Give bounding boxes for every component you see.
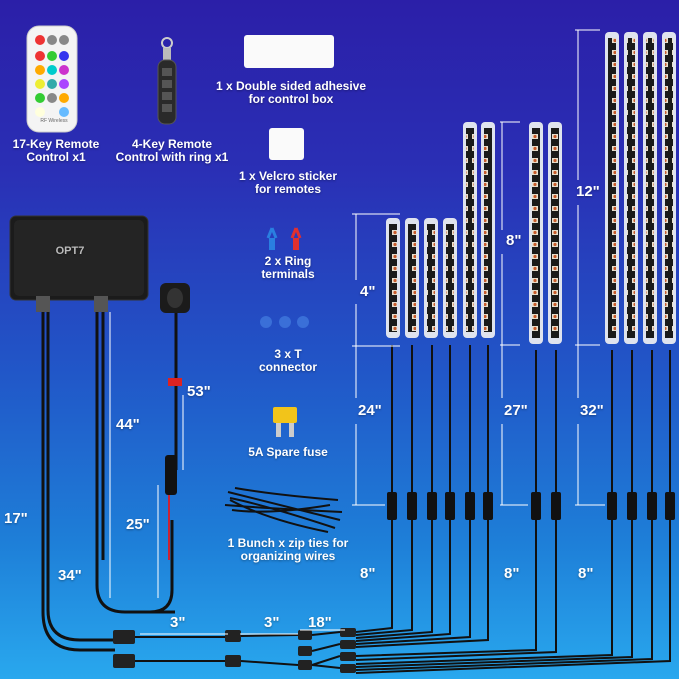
control-box-icon	[9, 215, 149, 312]
dim-pigtail-8b: 8"	[504, 565, 520, 582]
dim-pigtail-8c: 8"	[578, 565, 594, 582]
dim-cable-17: 17"	[4, 510, 28, 527]
zip-ties-icon	[224, 487, 343, 533]
dim-split-18: 18"	[308, 614, 332, 631]
switch-button-icon	[160, 283, 190, 313]
dim-wire-24: 24"	[358, 402, 382, 419]
remote-small-text: RF Wireless	[40, 118, 68, 124]
dim-bar-4: 4"	[360, 283, 376, 300]
velcro-sticker-icon	[269, 128, 304, 160]
dim-cable-34: 34"	[58, 567, 82, 584]
dim-cable-44: 44"	[116, 416, 140, 433]
t-connector-icon	[260, 316, 309, 328]
splitter-connectors	[113, 628, 356, 673]
remote-4-key-icon	[157, 37, 177, 125]
led-strips-12in	[605, 32, 676, 344]
splitter-wires	[135, 631, 341, 669]
dim-bar-8: 8"	[506, 232, 522, 249]
dim-split-3a: 3"	[170, 614, 186, 631]
led-strips-4in	[386, 218, 457, 338]
zip-ties-label: 1 Bunch x zip ties for organizing wires	[227, 536, 349, 564]
adhesive-pad-icon	[244, 35, 334, 68]
lead-connectors	[387, 492, 675, 520]
t-connector-label: 3 x T connector	[258, 347, 317, 375]
main-cables	[41, 310, 178, 652]
led-strips-8in-a	[463, 122, 495, 338]
inline-fuse-holder-icon	[165, 455, 177, 495]
remote-17-label: 17-Key Remote Control x1	[12, 137, 100, 165]
fuse-label: 5A Spare fuse	[248, 445, 328, 459]
led-strips-8in-b	[529, 122, 562, 344]
dim-cable-53: 53"	[187, 383, 211, 400]
dim-pigtail-8a: 8"	[360, 565, 376, 582]
fuse-icon	[273, 407, 297, 437]
remote-4-label: 4-Key Remote Control with ring x1	[115, 137, 229, 165]
strip-lead-wires	[355, 345, 671, 674]
adhesive-label: 1 x Double sided adhesive for control bo…	[215, 79, 367, 107]
ring-terminals-label: 2 x Ring terminals	[261, 254, 315, 282]
velcro-label: 1 x Velcro sticker for remotes	[238, 169, 338, 197]
dim-cable-25: 25"	[126, 516, 150, 533]
dim-wire-27: 27"	[504, 402, 528, 419]
connector-red	[168, 378, 182, 386]
ring-terminals-icon	[266, 227, 302, 250]
dim-bar-12: 12"	[576, 183, 600, 200]
dim-split-3b: 3"	[264, 614, 280, 631]
brand-logo: OPT7	[55, 245, 85, 257]
remote-17-key-icon	[26, 25, 78, 133]
dimension-lines	[109, 29, 605, 635]
dim-wire-32: 32"	[580, 402, 604, 419]
